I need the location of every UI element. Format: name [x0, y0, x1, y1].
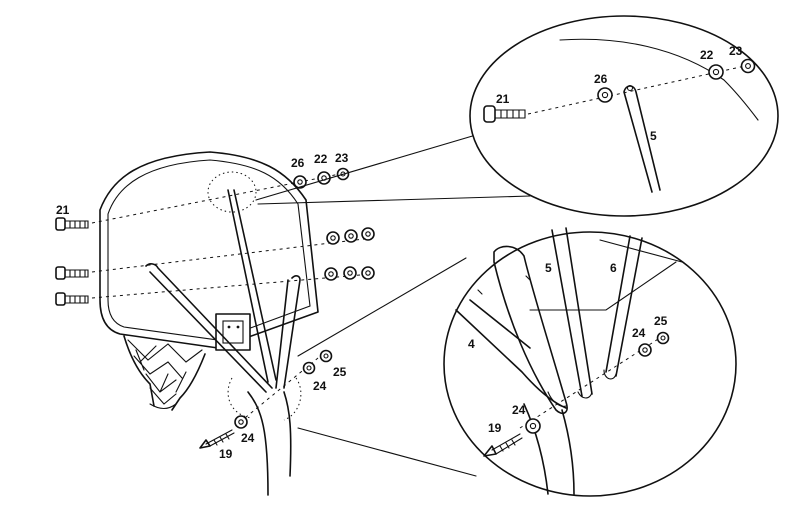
label-26-top: 26 — [594, 72, 608, 86]
washer-row-middle — [326, 227, 375, 245]
detail-circle-top — [469, 15, 779, 217]
washer-pair-pole — [234, 349, 333, 429]
label-26-main: 26 — [291, 156, 305, 170]
label-23-main: 23 — [335, 151, 349, 165]
label-21-top: 21 — [496, 92, 510, 106]
arm-6-detail — [603, 235, 643, 380]
pole — [227, 377, 302, 496]
label-6-bottom: 6 — [610, 261, 617, 275]
arm-5-detail — [623, 84, 661, 193]
label-4-bottom: 4 — [468, 337, 475, 351]
net — [123, 335, 206, 411]
label-19-bottom: 19 — [488, 421, 502, 435]
label-21-main: 21 — [56, 203, 70, 217]
screw-19-detail — [483, 433, 523, 457]
label-5-bottom: 5 — [545, 261, 552, 275]
label-24-main-upper: 24 — [313, 379, 327, 393]
pole-detail — [523, 403, 575, 495]
bolt-21-upper — [55, 217, 89, 231]
label-24-bottom-upper: 24 — [632, 326, 646, 340]
support-arms — [145, 189, 301, 393]
bolt-21-lower — [55, 292, 89, 306]
leader-lines — [255, 131, 531, 477]
bolt-21-detail — [483, 105, 526, 123]
label-24-bottom-lower: 24 — [512, 403, 526, 417]
detail-circle-bottom — [443, 227, 737, 497]
detail-callout-ring — [207, 171, 257, 213]
label-25-main: 25 — [333, 365, 347, 379]
screw-19-main — [199, 429, 235, 449]
label-24-main-lower: 24 — [241, 431, 255, 445]
label-5-top: 5 — [650, 129, 657, 143]
arm-4-detail — [455, 245, 568, 415]
bolt-21-middle — [55, 266, 89, 280]
rim-mount-plate — [215, 313, 251, 351]
callout-labels: 26 22 23 21 24 25 24 19 21 26 22 23 5 4 … — [56, 44, 743, 461]
label-23-top: 23 — [729, 44, 743, 58]
label-22-main: 22 — [314, 152, 328, 166]
arm-5-bottom-detail — [551, 227, 593, 399]
label-19-main: 19 — [219, 447, 233, 461]
washer-row-lower — [324, 266, 375, 281]
washer-row-top — [293, 167, 350, 189]
label-22-top: 22 — [700, 48, 714, 62]
backboard — [99, 151, 319, 349]
label-25-bottom: 25 — [654, 314, 668, 328]
